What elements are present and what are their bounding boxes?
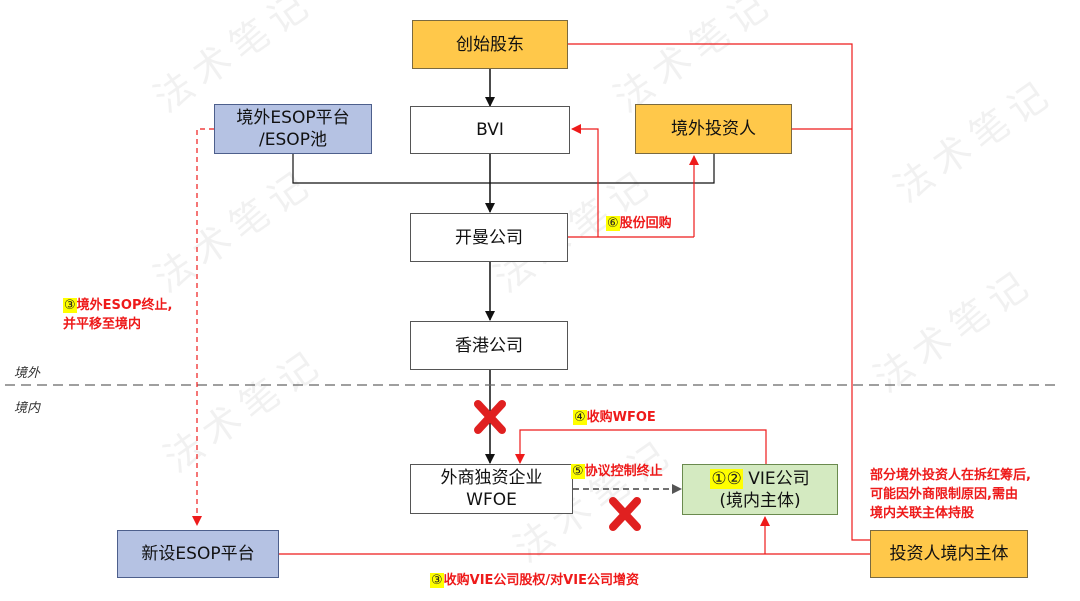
wfoe-line2: WFOE	[466, 490, 517, 510]
offshore-esop-line2: /ESOP池	[259, 130, 327, 150]
investor-note: 部分境外投资人在拆红筹后, 可能因外商限制原因,需由 境内关联主体持股	[870, 466, 1031, 523]
acquire-vie-marker: ③	[430, 573, 444, 588]
hk-node: 香港公司	[410, 321, 568, 370]
esop-transfer-arrow	[192, 128, 214, 526]
blocked-x-icon-1	[474, 400, 506, 434]
vie-title: VIE公司	[742, 468, 810, 489]
bvi-node: BVI	[410, 106, 570, 154]
acquire-wfoe-arrow	[515, 429, 767, 488]
esop-terminate-label: ③境外ESOP终止, 并平移至境内	[63, 296, 172, 334]
agreement-terminate-marker: ⑤	[571, 464, 585, 479]
ownership-join-line	[292, 153, 715, 184]
acquire-wfoe-marker: ④	[573, 410, 587, 425]
investor-note-line1: 部分境外投资人在拆红筹后,	[870, 468, 1031, 483]
vie-marker: ①②	[710, 468, 743, 489]
offshore-esop-node: 境外ESOP平台 /ESOP池	[214, 104, 372, 154]
acquire-vie-text: 收购VIE公司股权/对VIE公司增资	[443, 573, 639, 588]
agreement-terminate-text: 协议控制终止	[584, 464, 663, 479]
esop-terminate-marker: ③	[63, 298, 77, 313]
investor-note-line3: 境内关联主体持股	[870, 506, 975, 521]
esop-terminate-line1: ③境外ESOP终止,	[63, 296, 172, 315]
red-line-founder-rail	[568, 43, 870, 541]
esop-terminate-text1: 境外ESOP终止,	[76, 298, 173, 313]
founder-node: 创始股东	[412, 20, 568, 69]
acquire-wfoe-label: ④收购WFOE	[573, 408, 656, 427]
esop-terminate-line2: 并平移至境内	[63, 317, 142, 332]
new-esop-node: 新设ESOP平台	[117, 530, 279, 578]
acquire-wfoe-text: 收购WFOE	[586, 410, 656, 425]
vie-line1: ①② VIE公司	[710, 468, 810, 490]
buyback-arrow-bvi	[571, 124, 599, 237]
blocked-x-icon-2	[609, 497, 641, 531]
offshore-investor-node: 境外投资人	[635, 104, 792, 154]
vie-node: ①② VIE公司 (境内主体)	[682, 464, 838, 515]
offshore-esop-line1: 境外ESOP平台	[236, 108, 350, 128]
offshore-region-label: 境外	[14, 366, 41, 381]
share-buyback-text: 股份回购	[619, 216, 672, 231]
acquire-vie-label: ③收购VIE公司股权/对VIE公司增资	[430, 571, 639, 590]
cayman-node: 开曼公司	[410, 213, 568, 262]
investor-domestic-node: 投资人境内主体	[870, 530, 1028, 578]
agreement-terminate-label: ⑤协议控制终止	[571, 462, 663, 481]
vie-line2: (境内主体)	[719, 490, 801, 511]
onshore-region-label: 境内	[14, 401, 41, 416]
share-buyback-marker: ⑥	[606, 216, 620, 231]
wfoe-node: 外商独资企业 WFOE	[410, 464, 573, 514]
wfoe-line1: 外商独资企业	[440, 468, 543, 488]
investor-note-line2: 可能因外商限制原因,需由	[870, 487, 1018, 502]
share-buyback-label: ⑥股份回购	[606, 214, 672, 233]
